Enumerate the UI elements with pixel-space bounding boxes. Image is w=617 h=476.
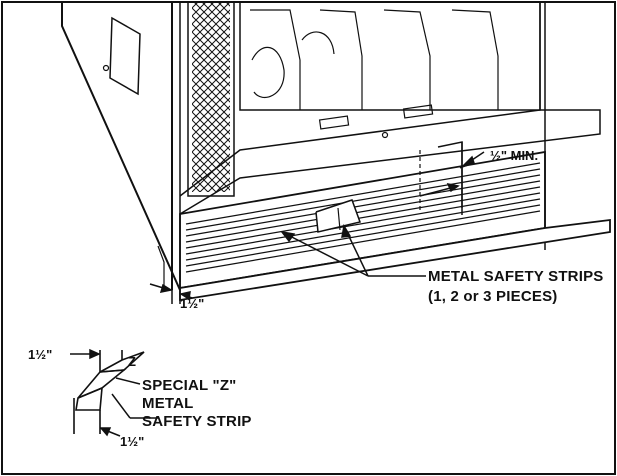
strips-label-line1: METAL SAFETY STRIPS [428,268,604,285]
min-gap-label: ½" MIN. [490,148,538,163]
z-marker-label: Z [128,354,136,369]
corner-offset-dimension [149,270,193,304]
corner-offset-label: 1½" [180,296,204,311]
z-dimension-arrows [70,348,158,437]
z-label-line2: METAL [142,395,194,412]
min-gap-dimension [419,142,485,215]
z-strip-bottom [75,386,103,411]
z-label-line3: SAFETY STRIP [142,413,252,430]
cabinet-side-panel [61,2,181,291]
heat-exchanger [239,1,541,111]
strip-joint [315,199,361,233]
strips-leaders [280,223,426,277]
z-top-dimension-label: 1½" [28,347,52,362]
side-access-plate [109,16,141,96]
z-label-line1: SPECIAL "Z" [142,377,237,394]
strips-label-line2: (1, 2 or 3 PIECES) [428,288,557,305]
furnace-cabinet [61,1,611,302]
louvers [185,162,541,273]
z-bottom-dimension-label: 1½" [120,434,144,449]
